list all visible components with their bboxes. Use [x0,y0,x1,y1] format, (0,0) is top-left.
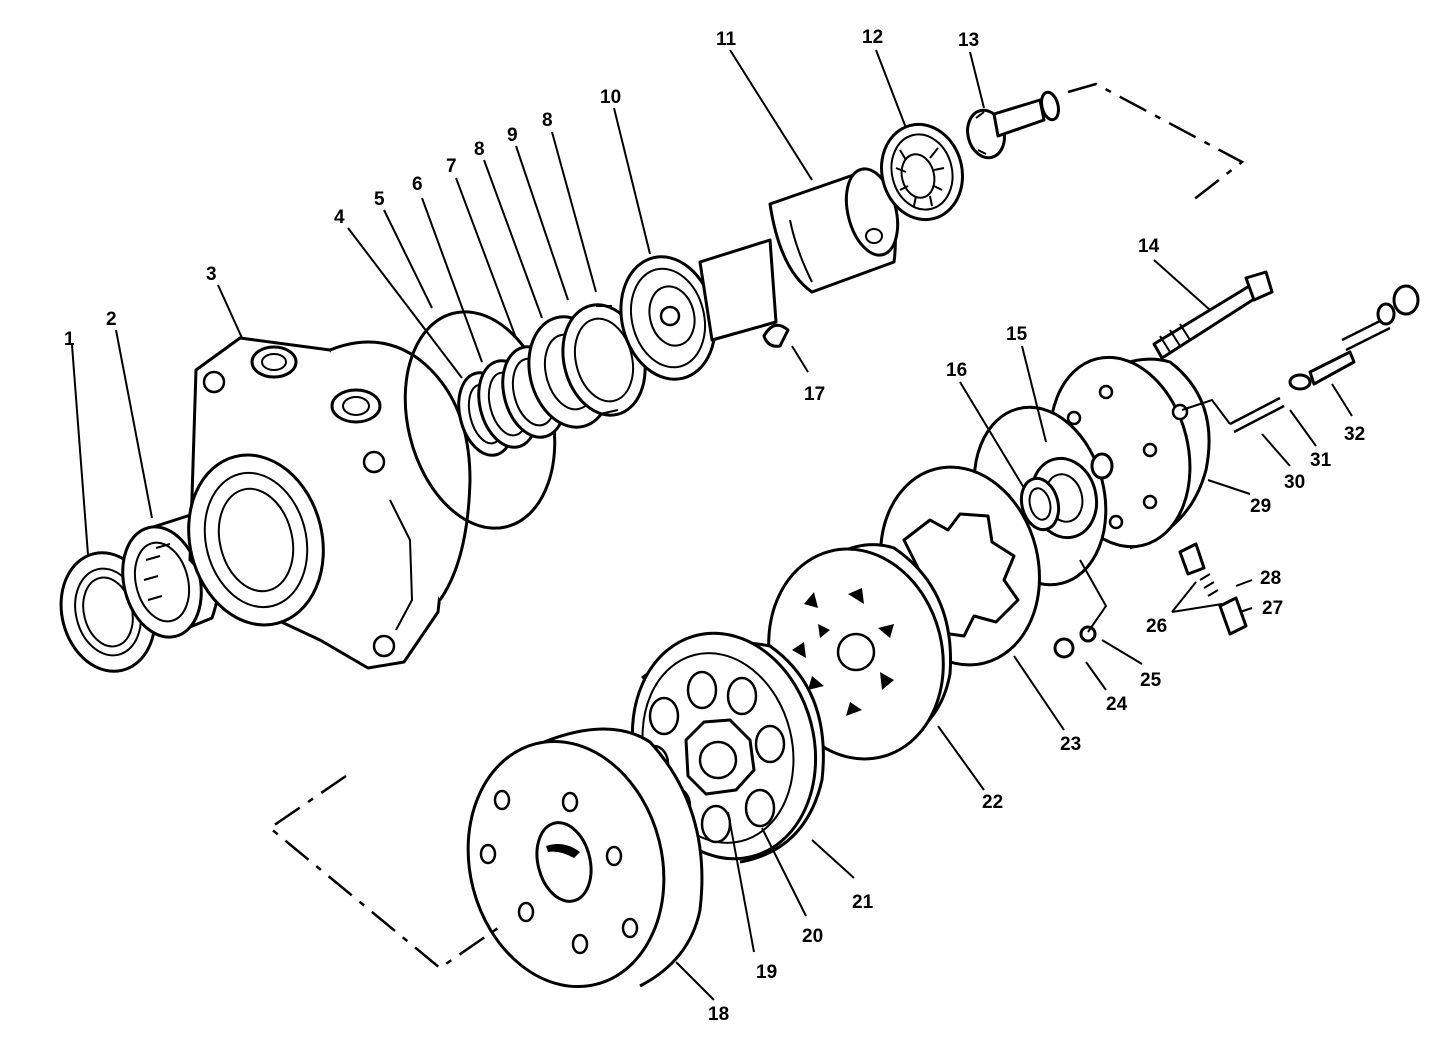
callout-5: 5 [374,189,385,210]
callout-30: 30 [1284,472,1305,493]
callout-7: 7 [446,156,457,177]
callout-20: 20 [802,926,823,947]
callout-10: 10 [600,87,621,108]
part-11-drive-shaft [698,167,900,342]
callout-27: 27 [1262,598,1283,619]
leader-lines [71,49,1353,1001]
callout-8a: 8 [474,139,485,160]
callout-16: 16 [946,360,967,381]
part-17-key [762,323,790,348]
part-12-coupling [879,122,965,222]
alignment-line-upper [1067,82,1245,205]
part-18-end-plate [466,727,704,989]
callout-31: 31 [1310,450,1332,471]
callout-3: 3 [206,264,217,285]
callout-6: 6 [412,174,423,195]
callout-25: 25 [1140,670,1162,691]
callout-32: 32 [1344,424,1365,445]
callout-26: 26 [1146,616,1167,637]
callout-19: 19 [756,962,777,983]
callout-9: 9 [507,125,518,146]
callout-11: 11 [716,29,737,50]
part-13-pinion [966,90,1060,160]
alignment-line-lower [267,774,499,970]
callout-12: 12 [862,27,883,48]
part-30-32-relief-spring [1229,284,1420,434]
callout-14: 14 [1138,236,1160,257]
callout-4: 4 [334,207,345,228]
part-8-9-thrust-washers [527,303,647,429]
callout-8b: 8 [542,110,553,131]
callout-24: 24 [1106,694,1128,715]
callout-13: 13 [958,30,979,51]
callout-23: 23 [1060,734,1081,755]
part-14-bolt [1152,270,1274,360]
part-3-housing [187,336,472,670]
part-26-28-relief-valve [1178,542,1248,636]
callout-labels: 1 2 3 4 5 6 7 8 9 8 10 11 12 13 14 15 16… [64,27,1365,1025]
callout-1: 1 [64,329,75,350]
callout-21: 21 [852,892,874,913]
callout-29: 29 [1250,496,1271,517]
callout-17: 17 [804,384,825,405]
callout-22: 22 [982,792,1003,813]
part-15-seal [1019,476,1061,532]
part-24-25-check-ball [1053,625,1097,659]
callout-18: 18 [708,1004,729,1025]
callout-15: 15 [1006,324,1028,345]
callout-28: 28 [1260,568,1281,589]
callout-2: 2 [106,309,117,330]
